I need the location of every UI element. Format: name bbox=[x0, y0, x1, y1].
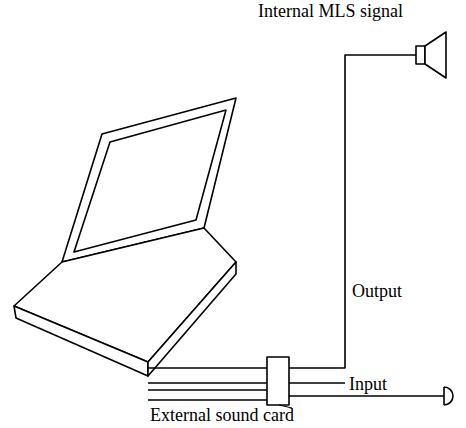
cable bbox=[148, 382, 268, 384]
output-wire bbox=[289, 382, 345, 384]
label: Input bbox=[349, 375, 387, 395]
speaker-symbol bbox=[425, 32, 446, 78]
cable bbox=[148, 389, 268, 391]
laptop-base-side bbox=[148, 262, 236, 376]
label: Output bbox=[352, 282, 402, 302]
sound-card bbox=[267, 357, 289, 405]
speaker-symbol bbox=[416, 46, 425, 64]
laptop-base-front bbox=[14, 306, 148, 376]
cable bbox=[148, 399, 268, 401]
microphone-symbol bbox=[444, 387, 453, 405]
label: External sound card bbox=[150, 406, 294, 426]
input-wire bbox=[289, 395, 444, 397]
output-wire bbox=[289, 55, 416, 368]
microphone-symbol bbox=[443, 387, 445, 405]
label: Internal MLS signal bbox=[258, 2, 403, 22]
cable bbox=[148, 367, 268, 369]
laptop-base-top bbox=[14, 228, 236, 362]
